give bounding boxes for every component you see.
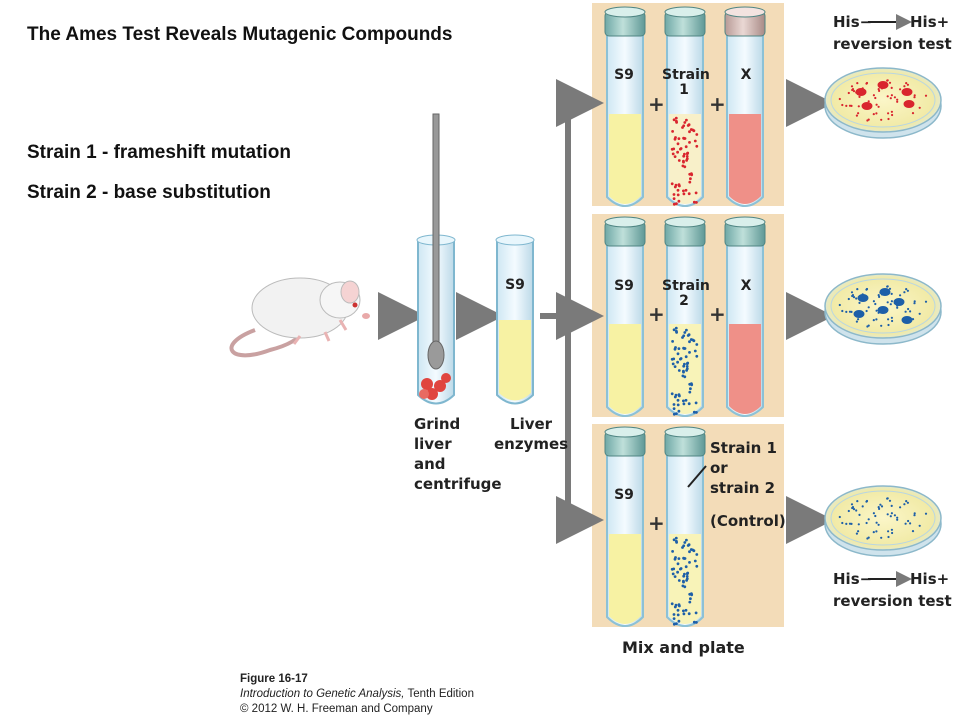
plus-sign: +	[648, 302, 665, 326]
strain-2-note: Strain 2 - base substitution	[27, 182, 271, 203]
tube-label-s9-liver: S9	[505, 277, 525, 293]
tube-label-s9-3: S9	[614, 487, 634, 503]
figure-caption: Figure 16-17 Introduction to Genetic Ana…	[240, 672, 474, 717]
plus-sign: +	[709, 302, 726, 326]
his-minus-top: His−	[833, 13, 873, 31]
figure-number: Figure 16-17	[240, 673, 308, 685]
tube-compound-x	[724, 216, 766, 417]
tube-control-strain	[664, 426, 706, 627]
reversion-test-top: reversion test	[833, 35, 952, 53]
plus-sign: +	[709, 92, 726, 116]
his-plus-bottom: His+	[910, 570, 950, 588]
reversion-test-bottom: reversion test	[833, 592, 952, 610]
tube-strain-2	[664, 216, 706, 417]
plus-sign: +	[648, 92, 665, 116]
mix-and-plate-label: Mix and plate	[622, 638, 745, 657]
his-minus-bottom: His−	[833, 570, 873, 588]
pestle	[432, 113, 440, 355]
tube-strain-1	[664, 6, 706, 207]
control-label: (Control)	[710, 512, 786, 530]
tube-label-s9-1: S9	[614, 67, 634, 83]
tube-label-x-2: X	[740, 278, 752, 294]
petri-plate-strain-1	[824, 67, 942, 139]
book-title: Introduction to Genetic Analysis,	[240, 688, 405, 700]
copyright: © 2012 W. H. Freeman and Company	[240, 703, 433, 715]
strain-1-note: Strain 1 - frameshift mutation	[27, 142, 291, 163]
liver-enzymes-tube	[495, 234, 535, 405]
tube-s9	[604, 6, 646, 207]
tube-compound-x	[724, 6, 766, 207]
page-title: The Ames Test Reveals Mutagenic Compound…	[27, 24, 453, 45]
petri-plate-strain-2	[824, 273, 942, 345]
tube-s9	[604, 426, 646, 627]
plus-sign: +	[648, 511, 665, 535]
book-edition: Tenth Edition	[404, 688, 474, 700]
control-strain-text: Strain 1 or strain 2	[710, 439, 777, 497]
tube-label-s9-2: S9	[614, 278, 634, 294]
tube-s9	[604, 216, 646, 417]
petri-plate-control	[824, 485, 942, 557]
centrifuge-tube	[416, 113, 456, 405]
mouse-illustration	[229, 277, 370, 358]
tube-label-x-1: X	[740, 67, 752, 83]
his-plus-top: His+	[910, 13, 950, 31]
